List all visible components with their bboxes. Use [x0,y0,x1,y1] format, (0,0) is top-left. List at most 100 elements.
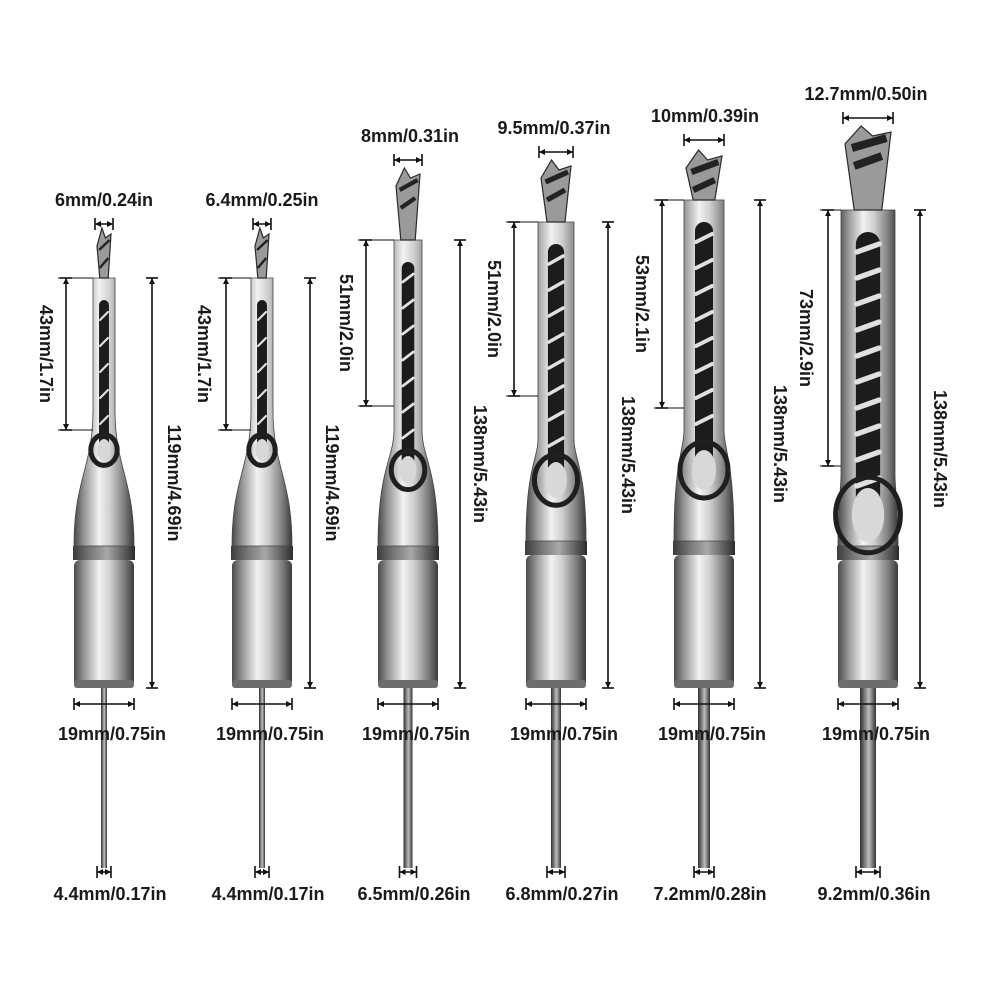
overall-length-dimension [754,199,766,689]
drill-width-label: 9.2mm/0.36in [817,884,930,904]
flute-window [401,262,415,470]
flute-highlight [401,272,415,284]
flute-highlight [694,336,714,348]
flute-length-label: 53mm/2.1in [632,255,652,353]
shank-width-dimension [73,698,135,710]
tip-width-dimension [94,218,114,230]
ejection-slot [833,474,903,556]
shank-end [674,680,734,688]
flute-highlight [401,324,415,336]
shank-width-label: 19mm/0.75in [822,724,930,744]
flute-highlight [694,388,714,400]
mortise-bit-1 [73,225,135,868]
flute-highlight [694,258,714,270]
flute-highlight [401,402,415,414]
tip-width-dimension [538,146,574,158]
flute-highlight [401,428,415,440]
auger-tip [540,158,572,223]
auger-spiral [398,178,419,210]
drill-width-dimension [398,866,418,878]
ejection-slot [388,447,428,493]
shank-width-dimension [377,698,439,710]
auger-spiral [256,239,269,269]
flute-window [695,222,713,470]
flute-highlight [854,397,882,411]
flute-highlight [256,310,268,322]
flute-highlight [854,267,882,281]
shank-end [232,680,292,688]
flute-highlight [401,350,415,362]
collar-ring [73,546,135,560]
flute-length-label: 51mm/2.0in [336,274,356,372]
drill-width-label: 4.4mm/0.17in [211,884,324,904]
drill-width-dimension [96,866,112,878]
collar-ring [377,546,439,560]
flute-highlight [547,358,565,370]
shank-end [378,680,438,688]
mortise-bit-3 [377,166,439,868]
shank-width-dimension [673,698,735,710]
flute-highlight [547,332,565,344]
shank-width-dimension [231,698,293,710]
drill-width-label: 6.8mm/0.27in [505,884,618,904]
ejection-slot-inner [545,462,567,498]
flute-highlight [694,284,714,296]
flute-length-label: 73mm/2.9in [796,289,816,387]
flute-length-label: 43mm/1.7in [36,305,56,403]
flute-highlight [854,449,882,463]
flute-length-dimension [220,277,232,431]
ejection-slot [677,439,731,501]
ejection-slot-inner [399,456,417,484]
flute-highlight [547,384,565,396]
flute-window [99,300,109,450]
shank-width-label: 19mm/0.75in [510,724,618,744]
flute-highlight [854,423,882,437]
shank [74,560,134,688]
overall-length-label: 138mm/5.43in [470,405,490,523]
flute-highlight [694,362,714,374]
tip-width-label: 8mm/0.31in [361,126,459,146]
shank-width-dimension [525,698,587,710]
ejection-slot-inner [851,488,885,542]
flute-length-dimension [656,199,668,409]
bit-2-dimensions: 6.4mm/0.25in43mm/1.7in119mm/4.69in19mm/0… [194,190,342,904]
tip-width-dimension [252,218,272,230]
drill-rod [101,686,107,868]
flute-highlight [256,362,268,374]
shank-end [74,680,134,688]
bit-6-dimensions: 12.7mm/0.50in73mm/2.9in138mm/5.43in19mm/… [796,84,950,904]
shank-end [838,680,898,688]
drill-rod [698,686,710,868]
tip-width-label: 12.7mm/0.50in [804,84,927,104]
drill-width-dimension [546,866,566,878]
overall-length-label: 119mm/4.69in [322,424,342,541]
auger-spiral [850,134,888,170]
flute-highlight [256,414,268,426]
flute-highlight [694,232,714,244]
drill-rod [551,686,561,868]
flute-highlight [98,414,110,426]
ejection-slot [88,432,120,468]
ejection-slot-inner [692,450,716,490]
ejection-slot [531,452,581,508]
drill-width-dimension [855,866,881,878]
flute-length-dimension [508,221,520,397]
bits-layer [73,125,903,868]
overall-length-dimension [914,209,926,689]
flute-highlight [98,310,110,322]
ejection-slot [246,432,278,468]
tip-width-label: 6mm/0.24in [55,190,153,210]
tip-width-label: 10mm/0.39in [651,106,759,126]
collar-ring [231,546,293,560]
flute-highlight [547,306,565,318]
drill-width-label: 7.2mm/0.28in [653,884,766,904]
flute-highlight [854,241,882,255]
bit-3-dimensions: 8mm/0.31in51mm/2.0in138mm/5.43in19mm/0.7… [336,126,490,904]
mortise-bit-4 [525,158,587,868]
shank-width-label: 19mm/0.75in [658,724,766,744]
mortise-bit-6 [833,125,903,868]
flute-highlight [401,376,415,388]
dimensions-layer: 6mm/0.24in 43mm/1.7in 119mm/4.69in 19mm/0.7… [36,84,950,904]
flute-highlight [854,319,882,333]
flute-highlight [547,410,565,422]
